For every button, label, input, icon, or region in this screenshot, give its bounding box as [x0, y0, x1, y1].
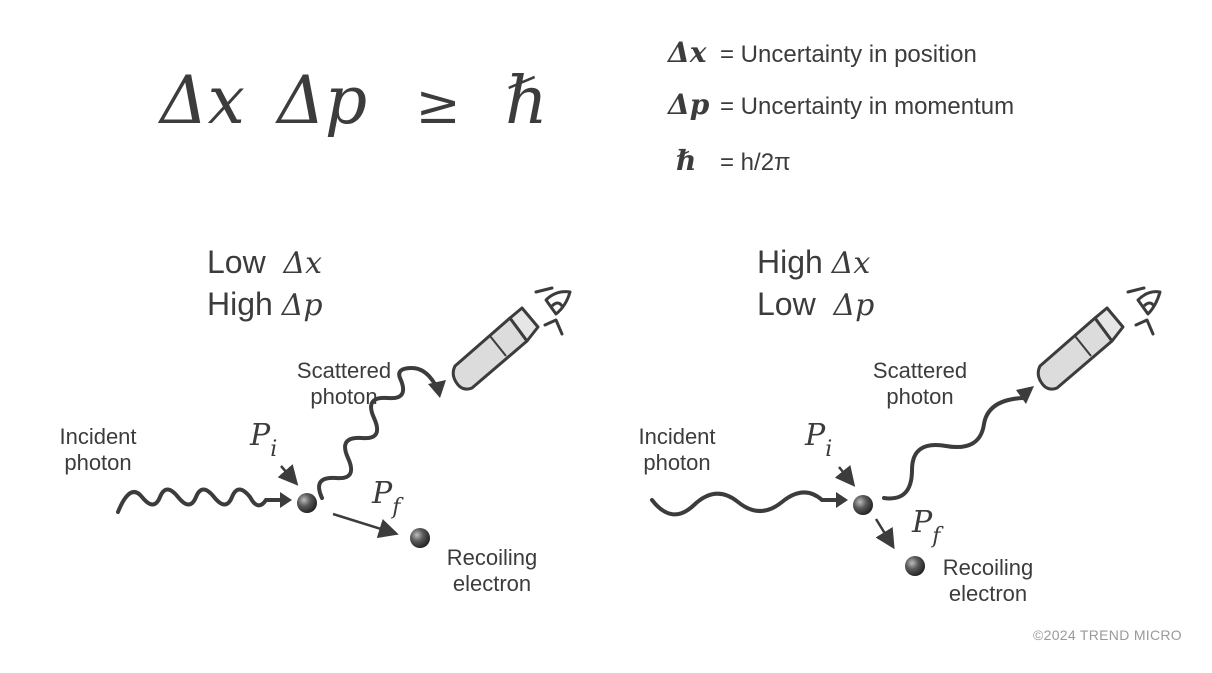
- definition-text: = Uncertainty in position: [720, 41, 977, 68]
- definition-symbol: ℏ: [676, 144, 697, 177]
- right-microscope-icon: [1036, 306, 1125, 391]
- right-p-initial-label: Pi: [805, 418, 832, 462]
- left-recoiling-electron-label: Recoiling electron: [446, 545, 538, 596]
- left-microscope-icon: [451, 306, 540, 391]
- right-p-initial-symbol: P: [805, 418, 826, 453]
- right-p-final-label: Pf: [912, 505, 940, 549]
- left-electron-initial: [297, 493, 317, 513]
- left-p-initial-label: Pi: [250, 418, 277, 462]
- right-p-final-subscript: f: [932, 524, 941, 549]
- right-recoil-arrow: [874, 518, 895, 550]
- left-p-final-subscript: f: [392, 495, 401, 520]
- left-incident-photon-wave: [116, 487, 284, 514]
- right-condition-line2: Low Δp: [757, 286, 874, 323]
- right-p-initial-subscript: i: [825, 437, 833, 462]
- definition-text: = Uncertainty in momentum: [720, 93, 1015, 120]
- right-scattered-arrow-head: [1016, 386, 1034, 404]
- left-condition-sym2: Δp: [281, 288, 323, 323]
- right-condition-sym2: Δp: [833, 288, 875, 323]
- left-condition-word1: Low: [207, 244, 266, 280]
- right-electron-initial: [853, 495, 873, 515]
- definition-row-hbar: ℏ = h/2π: [668, 144, 791, 177]
- left-condition-word2: High: [207, 286, 273, 322]
- left-recoil-arrow: [332, 512, 399, 539]
- right-panel-graphics: [650, 286, 1162, 576]
- right-p-final-symbol: P: [912, 505, 933, 540]
- right-incident-photon-wave: [650, 490, 840, 517]
- left-scattered-photon-wave: [317, 365, 438, 500]
- left-condition-line1: Low Δx: [207, 244, 322, 281]
- copyright-notice: ©2024 TREND MICRO: [1033, 627, 1182, 643]
- equation-geq: ≥: [415, 73, 461, 136]
- left-p-final-label: Pf: [372, 476, 400, 520]
- right-condition-sym1: Δx: [831, 246, 871, 281]
- definition-text: = h/2π: [720, 149, 791, 176]
- left-panel-graphics: [116, 286, 572, 548]
- right-scattered-photon-wave: [882, 396, 1024, 501]
- left-incident-arrow-head: [280, 492, 292, 508]
- left-pi-pointer: [277, 464, 299, 486]
- right-incident-photon-label: Incident photon: [638, 424, 716, 475]
- left-condition-sym1: Δx: [283, 246, 323, 281]
- uncertainty-equation: Δx Δp ≥ ℏ: [160, 62, 548, 139]
- left-electron-recoiled: [410, 528, 430, 548]
- left-incident-photon-label: Incident photon: [59, 424, 137, 475]
- definition-row-delta-p: Δp = Uncertainty in momentum: [668, 88, 1014, 121]
- left-eye-icon: [534, 286, 572, 336]
- left-p-initial-subscript: i: [270, 437, 278, 462]
- equation-delta-x: Δx: [160, 62, 245, 139]
- right-condition-word2: Low: [757, 286, 816, 322]
- definition-symbol: Δp: [668, 88, 710, 121]
- equation-delta-p: Δp: [277, 62, 368, 139]
- left-p-final-symbol: P: [372, 476, 393, 511]
- equation-hbar: ℏ: [505, 62, 548, 139]
- definition-symbol: Δx: [668, 36, 707, 69]
- left-scattered-photon-label: Scattered photon: [296, 358, 392, 409]
- right-condition-word1: High: [757, 244, 823, 280]
- right-recoiling-electron-label: Recoiling electron: [942, 555, 1034, 606]
- left-scattered-arrow-head: [428, 380, 446, 398]
- right-pi-pointer: [834, 465, 856, 487]
- left-condition-line2: High Δp: [207, 286, 323, 323]
- right-condition-line1: High Δx: [757, 244, 870, 281]
- left-p-initial-symbol: P: [250, 418, 271, 453]
- right-incident-arrow-head: [836, 492, 848, 508]
- right-eye-icon: [1126, 286, 1162, 336]
- definition-row-delta-x: Δx = Uncertainty in position: [668, 36, 977, 69]
- right-scattered-photon-label: Scattered photon: [872, 358, 968, 409]
- right-electron-recoiled: [905, 556, 925, 576]
